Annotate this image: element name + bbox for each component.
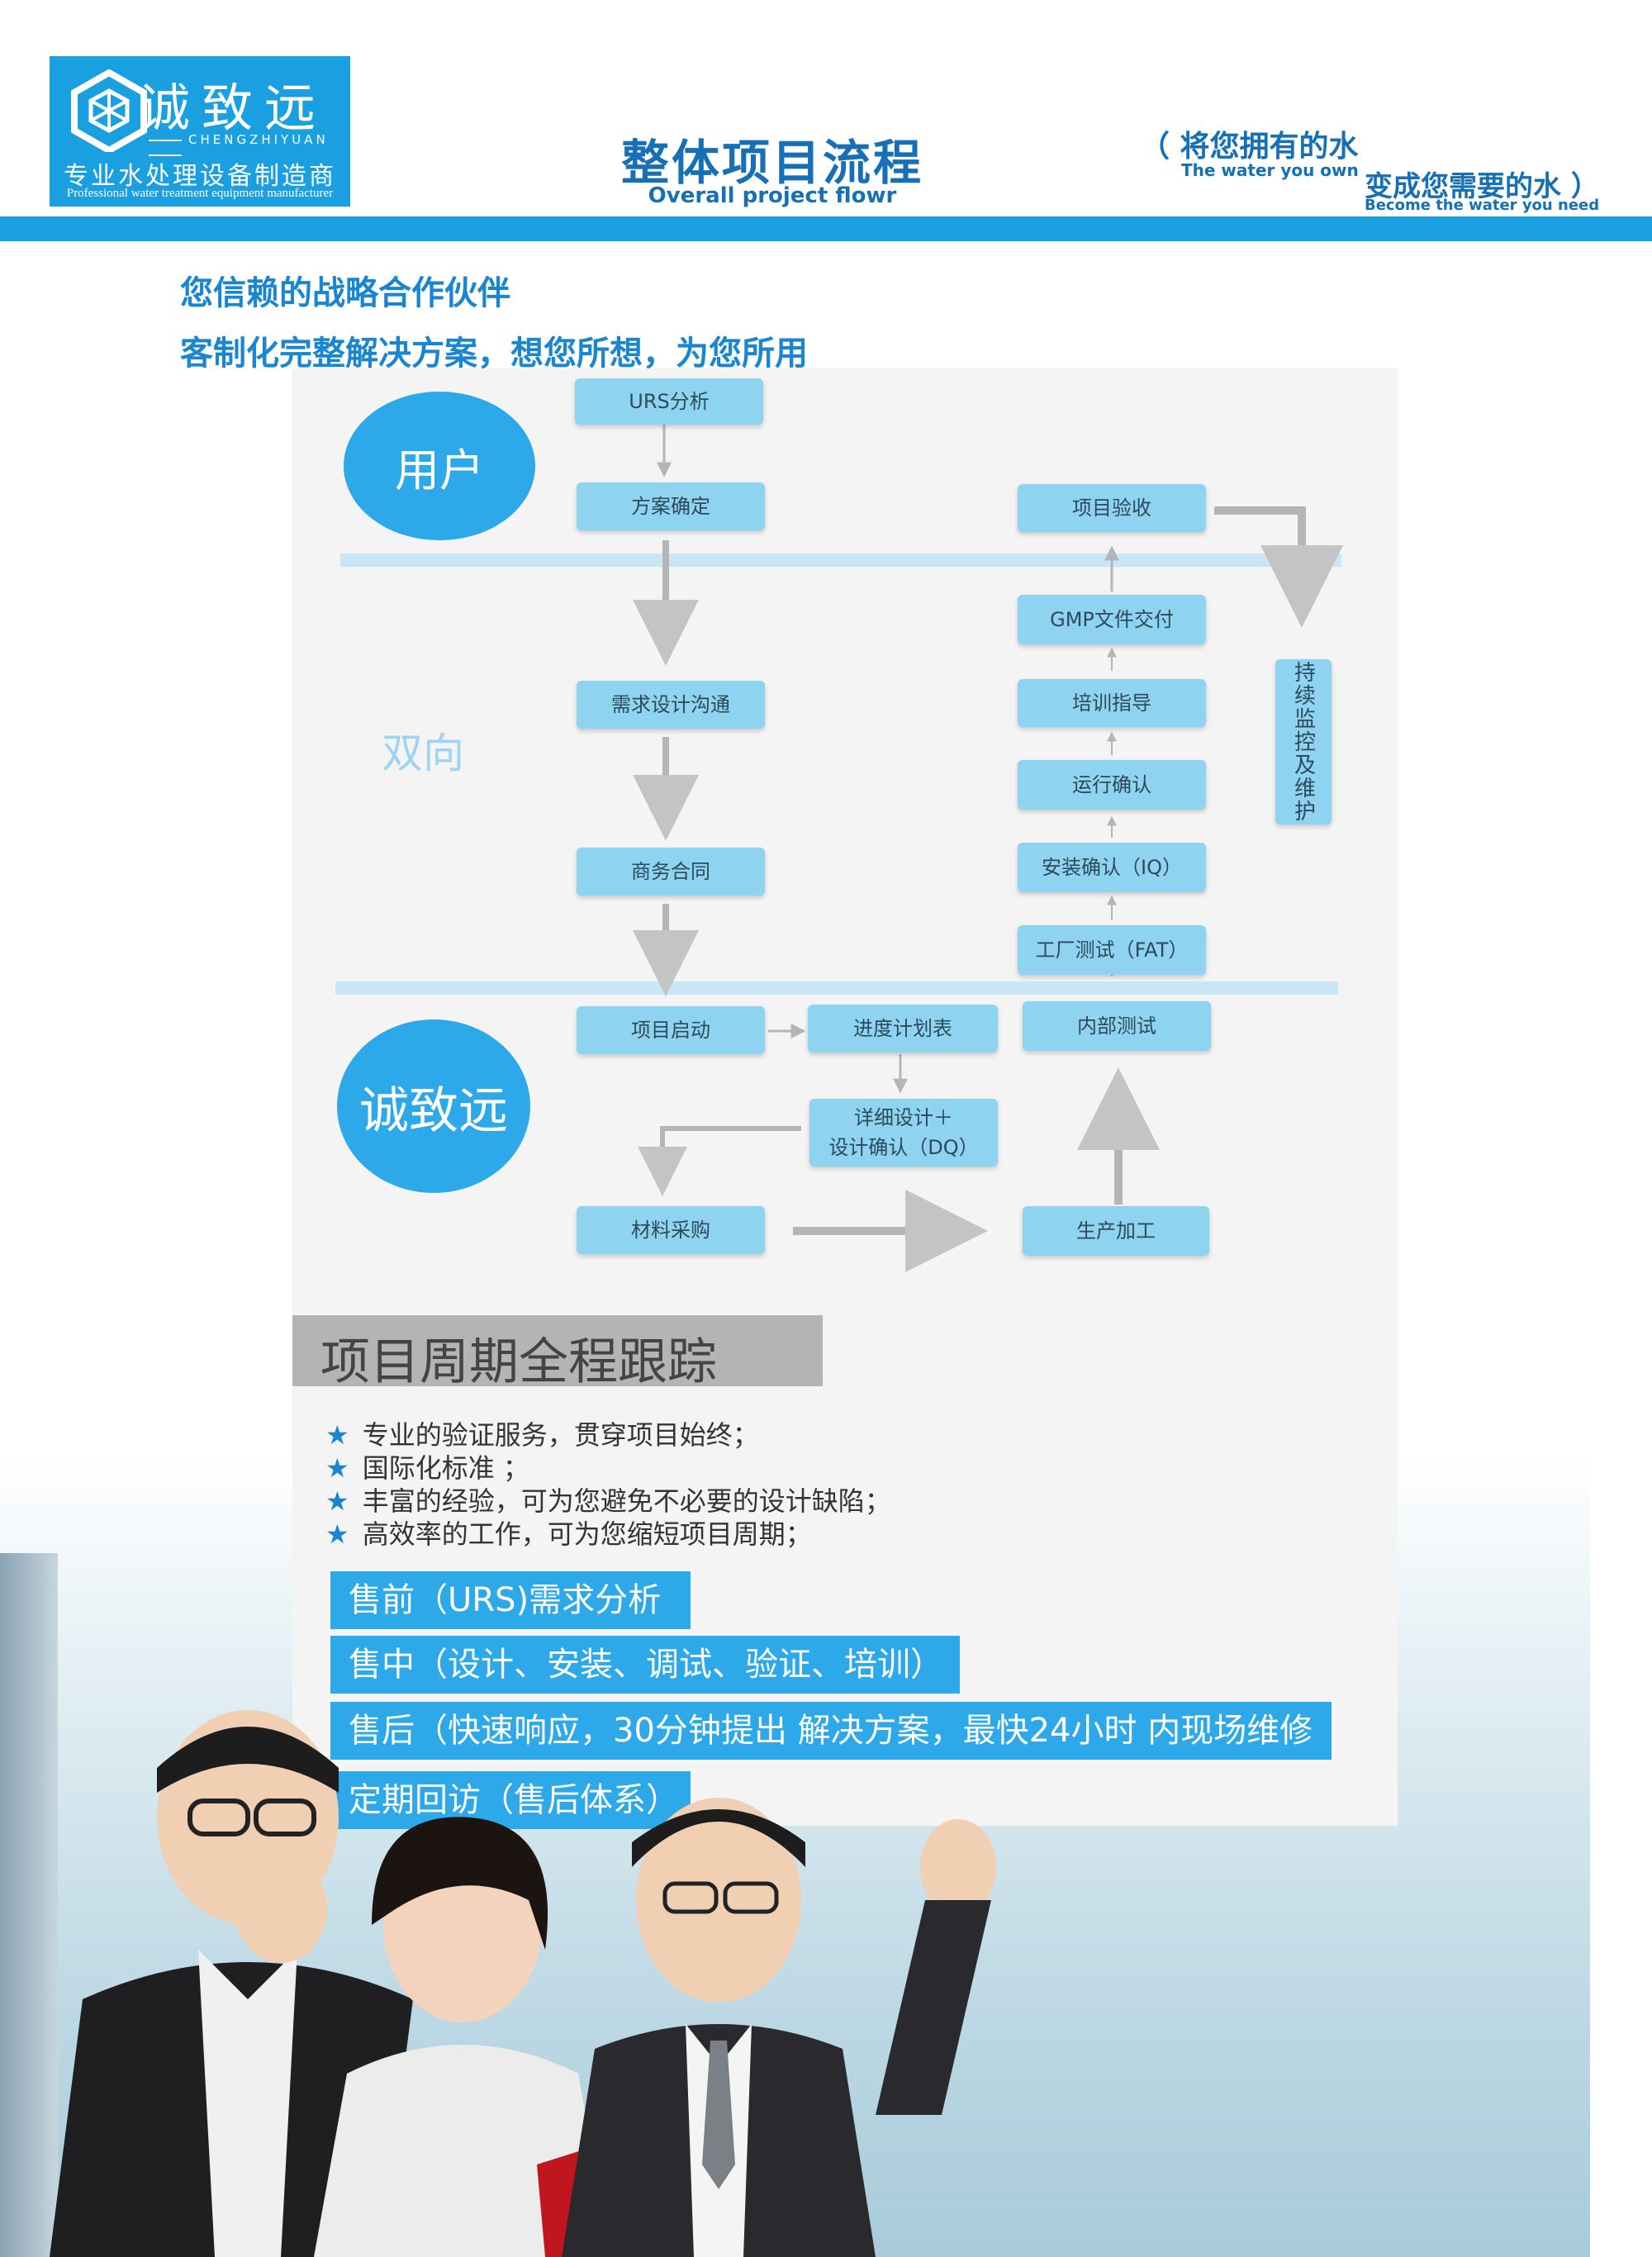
bullet-item: ★国际化标准 ； xyxy=(325,1452,529,1484)
company-logo: 诚致远 CHENGZHIYUAN 专业水处理设备制造商 Professional… xyxy=(50,56,350,207)
company-circle: 诚致远 xyxy=(337,1019,530,1193)
service-revisit: 定期回访（售后体系） xyxy=(330,1771,691,1829)
node-continuous-monitoring: 持续监控及维护 xyxy=(1275,659,1332,824)
hexagon-logo-icon xyxy=(71,69,147,152)
node-detail-design: 详细设计＋ 设计确认（DQ） xyxy=(809,1099,998,1167)
node-installation-qualification: 安装确认（IQ） xyxy=(1018,843,1206,892)
node-schedule: 进度计划表 xyxy=(808,1005,998,1052)
bidirectional-label: 双向 xyxy=(382,729,464,777)
service-insale: 售中（设计、安装、调试、验证、培训） xyxy=(330,1636,960,1694)
node-plan-confirm: 方案确定 xyxy=(577,482,765,530)
building-image xyxy=(0,1553,58,2257)
user-circle: 用户 xyxy=(344,392,535,540)
slogan-line2-cn: 变成您需要的水 ） xyxy=(1365,170,1599,203)
slogan-line1-en: The water you own xyxy=(1181,160,1359,180)
tagline-line2: 客制化完整解决方案，想您所想，为您所用 xyxy=(180,335,808,373)
node-internal-test: 内部测试 xyxy=(1023,1001,1211,1051)
node-detail-design-line1: 详细设计＋ xyxy=(854,1106,953,1129)
node-gmp-delivery: GMP文件交付 xyxy=(1018,595,1206,644)
header-divider-bar xyxy=(0,216,1652,241)
star-icon: ★ xyxy=(325,1518,349,1550)
node-operation-qualification: 运行确认 xyxy=(1018,760,1206,810)
node-project-acceptance: 项目验收 xyxy=(1018,484,1206,532)
slogan-line2-en: Become the water you need xyxy=(1365,197,1600,214)
business-people-image xyxy=(50,1710,996,2257)
node-detail-design-line2: 设计确认（DQ） xyxy=(828,1136,979,1159)
divider-user xyxy=(340,554,1341,567)
star-icon: ★ xyxy=(325,1419,349,1451)
slogan-line1-cn: （ 将您拥有的水 xyxy=(1140,130,1359,164)
node-business-contract: 商务合同 xyxy=(577,848,765,896)
node-design-communication: 需求设计沟通 xyxy=(577,681,765,729)
tagline-line1: 您信赖的战略合作伙伴 xyxy=(180,274,510,312)
star-icon: ★ xyxy=(325,1485,349,1517)
node-material-purchase: 材料采购 xyxy=(577,1206,765,1254)
node-training: 培训指导 xyxy=(1018,679,1206,727)
divider-company xyxy=(335,981,1338,995)
node-project-kickoff: 项目启动 xyxy=(577,1006,765,1054)
logo-tagline-cn: 专业水处理设备制造商 xyxy=(64,162,336,191)
bullet-item: ★专业的验证服务，贯穿项目始终； xyxy=(325,1419,759,1451)
logo-name: 诚致远 xyxy=(139,78,328,138)
page-subtitle: Overall project flowr xyxy=(648,183,897,208)
service-presale: 售前（URS)需求分析 xyxy=(330,1571,691,1629)
logo-pinyin: CHENGZHIYUAN xyxy=(142,132,350,162)
bullet-item: ★丰富的经验，可为您避免不必要的设计缺陷； xyxy=(325,1485,891,1517)
logo-tagline-en: Professional water treatment equipment m… xyxy=(66,187,334,200)
page-title: 整体项目流程 xyxy=(620,135,923,191)
section-title: 项目周期全程跟踪 xyxy=(320,1333,717,1391)
node-factory-test: 工厂测试（FAT） xyxy=(1018,925,1206,975)
node-urs-analysis: URS分析 xyxy=(575,378,763,425)
service-aftersale: 售后（快速响应，30分钟提出 解决方案，最快24小时 内现场维修 xyxy=(330,1702,1332,1760)
node-production: 生产加工 xyxy=(1023,1206,1209,1256)
bullet-item: ★高效率的工作，可为您缩短项目周期； xyxy=(325,1518,812,1550)
star-icon: ★ xyxy=(325,1452,349,1484)
section-header-bar xyxy=(292,1315,823,1386)
